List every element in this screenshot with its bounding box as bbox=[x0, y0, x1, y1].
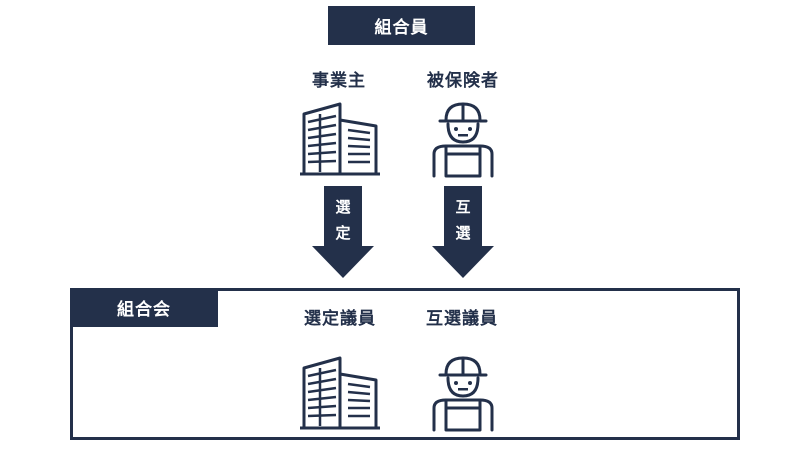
union-council-text: 組合会 bbox=[117, 300, 171, 320]
office-buildings-icon bbox=[300, 356, 380, 430]
union-members-text: 組合員 bbox=[374, 18, 429, 38]
union-members-label: 組合員 bbox=[328, 6, 475, 45]
selection-arrow-char-1: 選 bbox=[335, 198, 351, 216]
worker-helmet-icon bbox=[432, 356, 494, 432]
mutual-members-label: 互選議員 bbox=[426, 309, 498, 329]
union-council-label: 組合会 bbox=[70, 288, 218, 327]
mutual-election-arrow bbox=[432, 186, 494, 278]
employer-label: 事業主 bbox=[312, 71, 366, 91]
union-council-box bbox=[70, 288, 740, 440]
office-buildings-icon bbox=[300, 102, 380, 176]
mutual-election-arrow-char-2: 選 bbox=[455, 224, 471, 242]
selection-arrow-char-2: 定 bbox=[335, 224, 351, 242]
selection-arrow bbox=[312, 186, 374, 278]
selected-members-label: 選定議員 bbox=[304, 309, 376, 329]
insured-label: 被保険者 bbox=[427, 71, 499, 91]
worker-helmet-icon bbox=[432, 102, 494, 178]
mutual-election-arrow-char-1: 互 bbox=[455, 198, 471, 216]
